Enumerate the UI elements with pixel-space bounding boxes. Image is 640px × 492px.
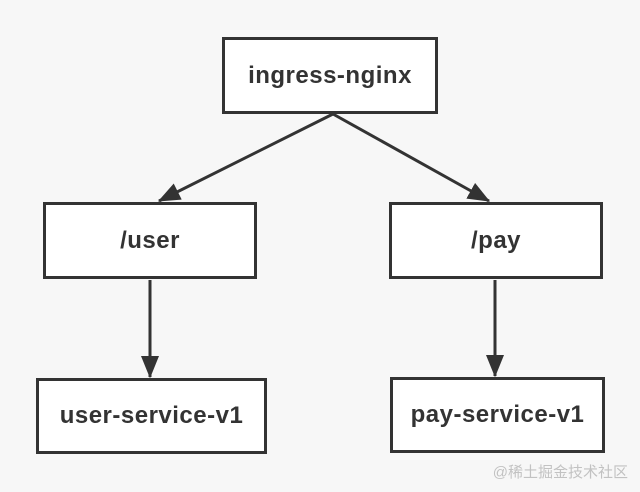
node-user-service-v1: user-service-v1 <box>36 378 267 454</box>
edge-ingress-to-pay-route <box>332 112 491 203</box>
node-pay-service-v1: pay-service-v1 <box>390 377 605 453</box>
edge-ingress-to-user-route <box>157 112 334 203</box>
node-user-service-v1-label: user-service-v1 <box>59 402 244 429</box>
node-ingress-nginx-label: ingress-nginx <box>248 61 412 89</box>
node-pay-route: /pay <box>389 202 603 279</box>
node-ingress-nginx: ingress-nginx <box>222 37 438 114</box>
node-pay-service-v1-label: pay-service-v1 <box>410 401 585 428</box>
node-user-route: /user <box>43 202 257 279</box>
watermark-text: @稀土掘金技术社区 <box>492 464 628 481</box>
node-pay-route-label: /pay <box>470 226 522 254</box>
node-user-route-label: /user <box>120 226 180 254</box>
